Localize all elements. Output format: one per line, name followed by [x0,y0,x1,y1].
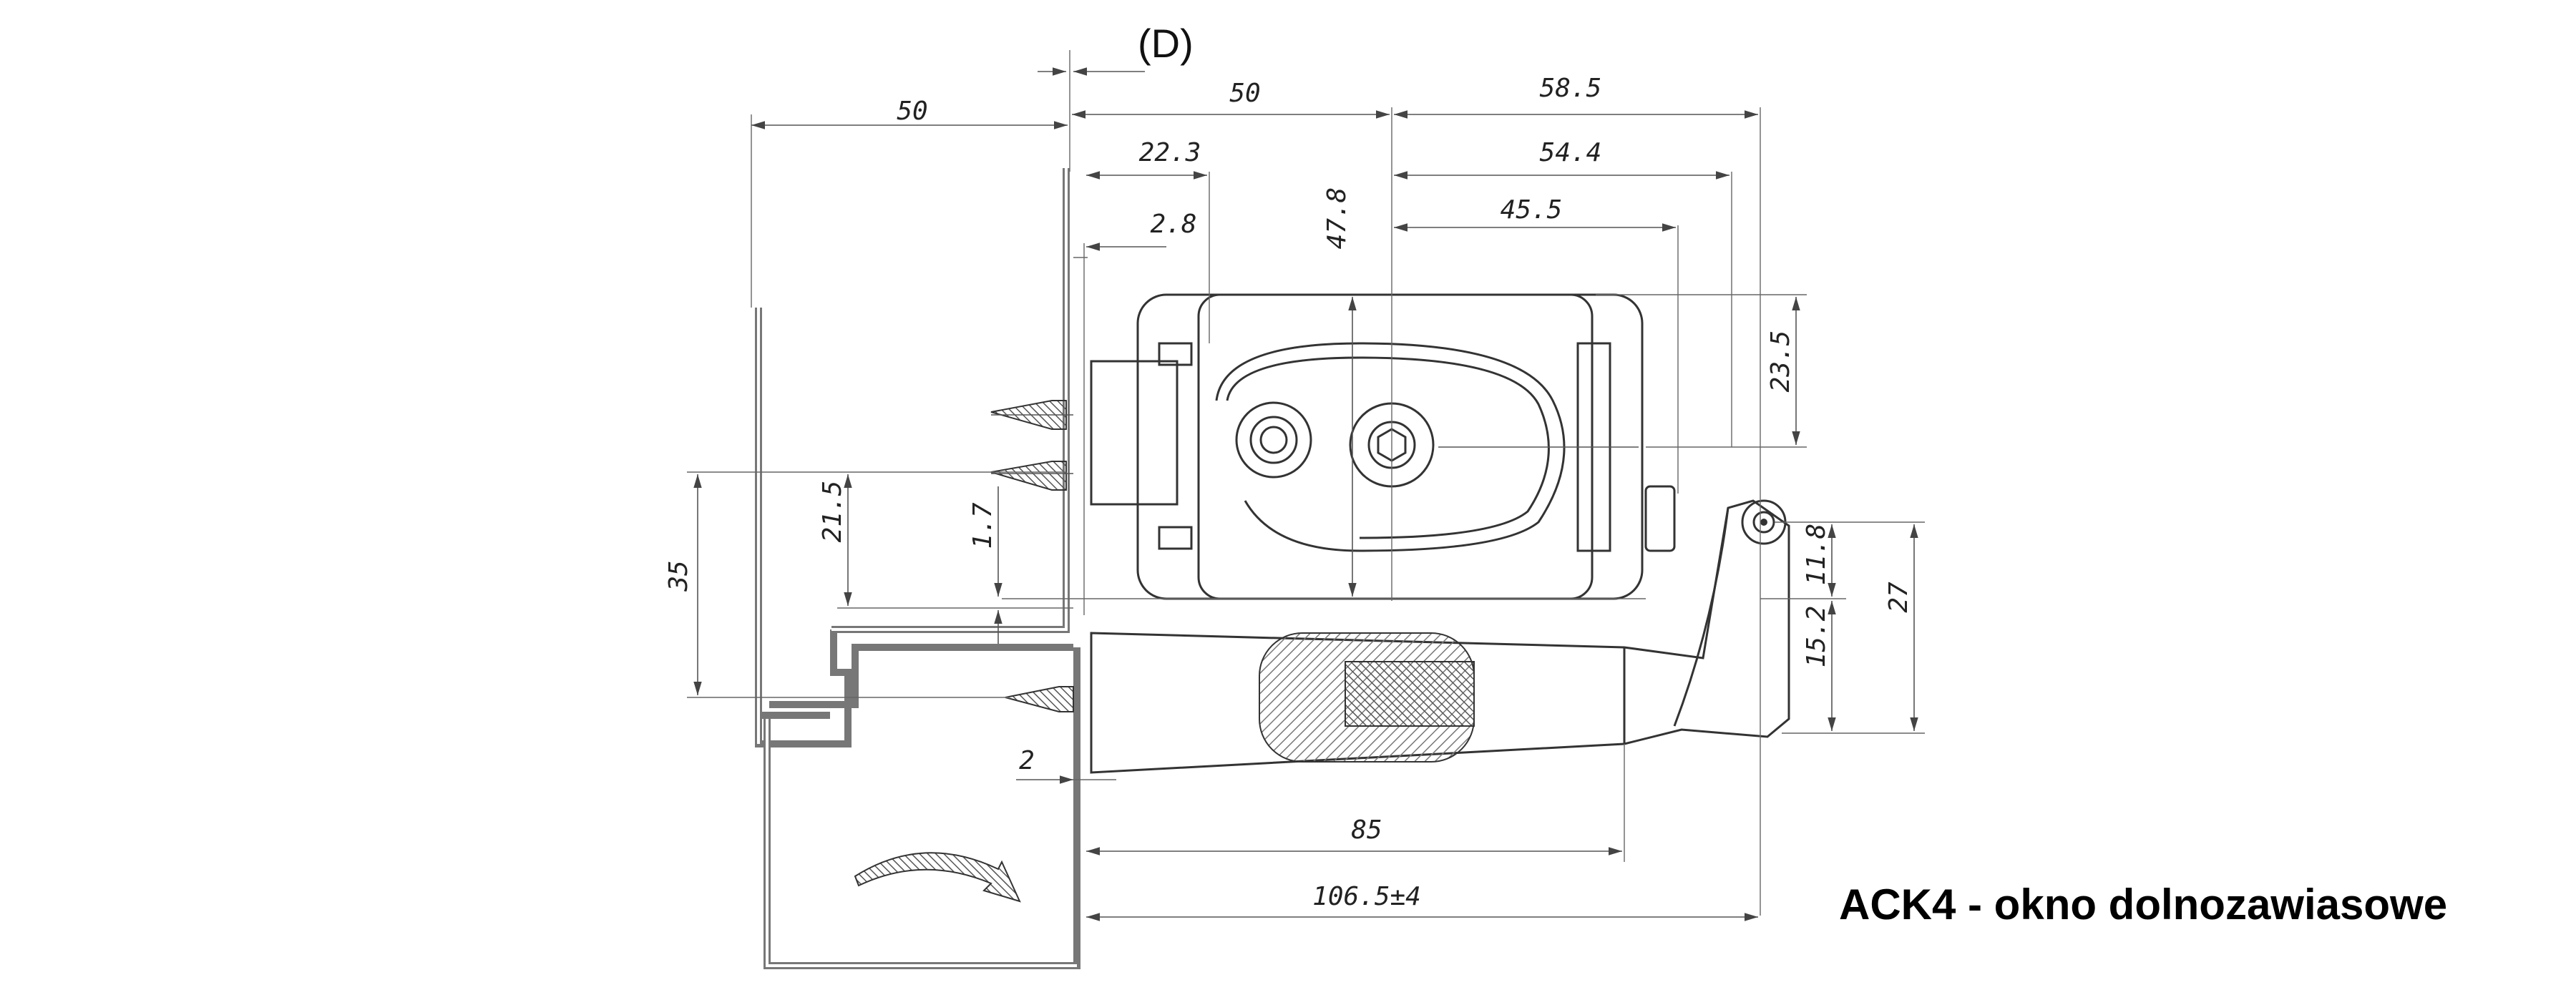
dim-1-7: 1.7 [968,502,997,549]
handle-body [1090,293,1676,600]
drawing-title: ACK4 - okno dolnozawiasowe [1839,881,2447,928]
dim-2: 2 [1019,746,1035,775]
screw-top [990,400,1073,430]
dim-21-5: 21.5 [818,481,847,543]
marker-label: (D) [1138,21,1194,66]
dim-35: 35 [664,560,693,592]
screw-middle [990,461,1073,491]
dim-2-8: 2.8 [1150,210,1196,239]
dim-11-8: 11.8 [1802,524,1831,586]
dimension-lines [693,67,1918,921]
dim-58-5: 58.5 [1540,74,1602,103]
extension-lines [687,50,1925,916]
dim-85: 85 [1351,815,1382,845]
handle-lever [1090,499,1790,774]
dim-23-5: 23.5 [1766,330,1795,393]
dimension-labels: (D) 50 50 58.5 22.3 54.4 2.8 45.5 47.8 2… [664,21,1913,911]
dim-50-left: 50 [897,97,927,126]
dim-106-5: 106.5±4 [1312,882,1421,911]
dim-47-8: 47.8 [1322,187,1352,250]
dim-22-3: 22.3 [1139,138,1201,167]
dim-27: 27 [1884,582,1913,613]
dim-50-top: 50 [1229,79,1260,108]
dim-15-2: 15.2 [1802,606,1831,668]
screw-bottom [1005,686,1074,712]
frame-profile [755,168,1080,969]
dim-54-4: 54.4 [1540,138,1602,167]
rotation-arrow-icon [854,852,1021,903]
dim-45-5: 45.5 [1501,195,1563,225]
